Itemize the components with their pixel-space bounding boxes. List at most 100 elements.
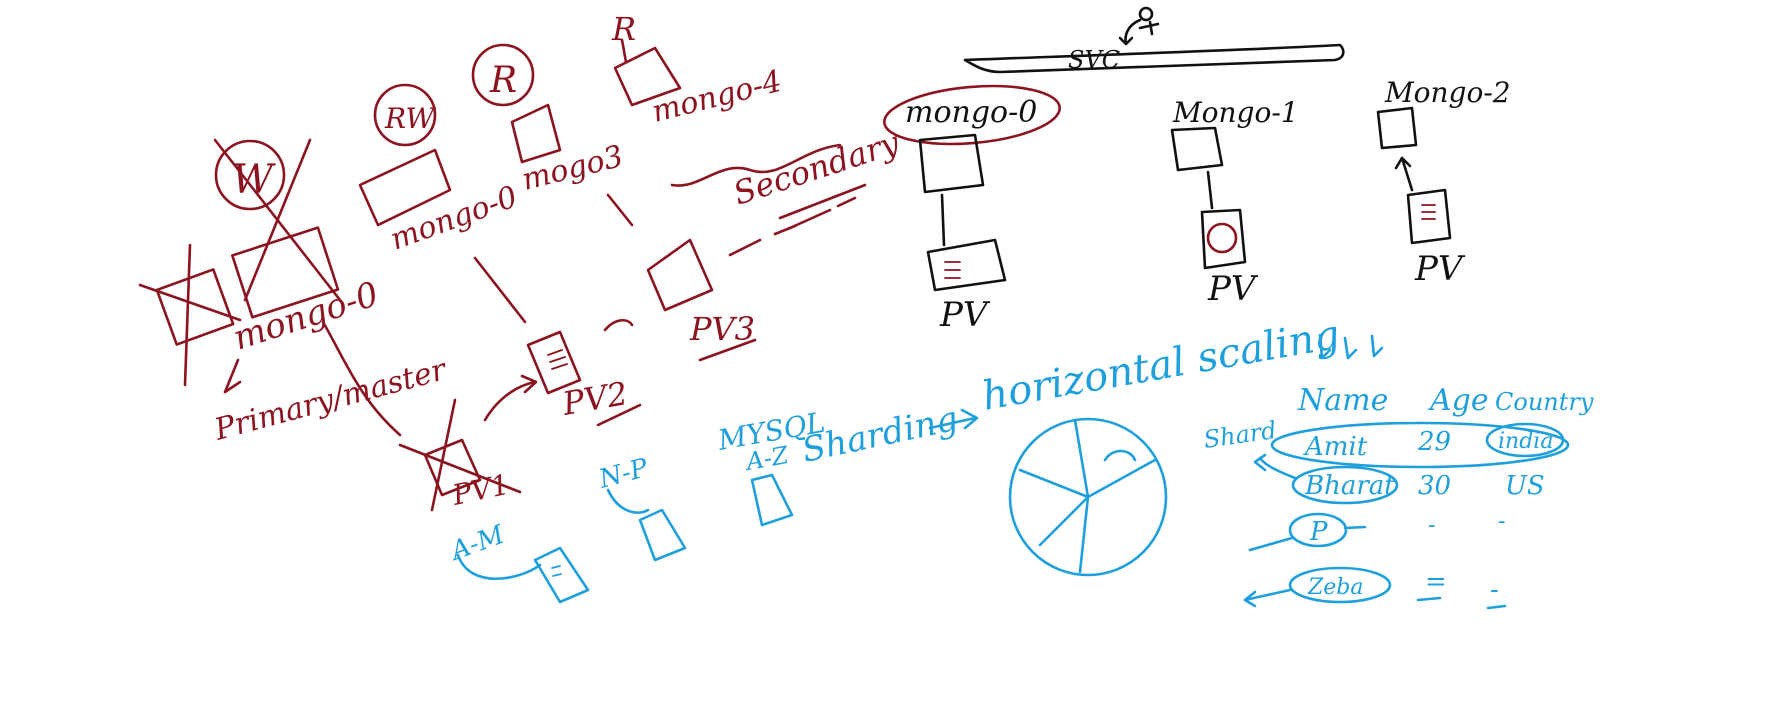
- pie-circle: [1008, 417, 1168, 577]
- row-highlight-ellipse: [1288, 566, 1392, 604]
- arrow-curve: [1258, 456, 1297, 480]
- pv1-label: PV1: [449, 468, 512, 512]
- user-icon: [1138, 6, 1154, 22]
- cross-line: [243, 138, 312, 302]
- underline: [596, 403, 642, 427]
- wavy-line: [670, 143, 842, 187]
- table-cell: Bharat: [1304, 471, 1395, 501]
- arrow-line: [1248, 536, 1294, 552]
- table-header-name: Name: [1297, 383, 1388, 418]
- cross-line: [183, 243, 192, 387]
- arrow-up: [1394, 156, 1414, 192]
- pod-box: [1170, 126, 1224, 172]
- table-cell: 29: [1417, 427, 1451, 457]
- r-circle: [471, 43, 535, 107]
- cross-line: [398, 443, 522, 494]
- arrow-icon: [1118, 18, 1142, 46]
- table-cell: 30: [1418, 471, 1451, 501]
- sharding-label: Sharding: [799, 399, 962, 471]
- arc-mark: [603, 319, 634, 332]
- table-cell: Amit: [1303, 432, 1368, 462]
- connector-line: [620, 38, 628, 64]
- row-highlight-ellipse: [1291, 465, 1399, 505]
- table-cell: P: [1309, 517, 1328, 547]
- table-cell: -: [1490, 575, 1499, 605]
- n-p-label: N-P: [595, 453, 652, 495]
- arrow-head: [520, 374, 538, 394]
- user-icon: [1138, 20, 1160, 36]
- arrow-left: [1253, 453, 1267, 472]
- shard-box: [750, 473, 794, 527]
- a-m-label: A-M: [445, 519, 509, 567]
- table-cell: Zeba: [1307, 575, 1364, 600]
- pv-label: PV: [1414, 249, 1466, 289]
- connector-line: [606, 193, 634, 227]
- down-arrows: [1318, 333, 1384, 360]
- arrow-curve: [483, 380, 537, 422]
- table-cell: =: [1425, 567, 1447, 597]
- crossed-pod-box: [155, 268, 235, 346]
- right-sketch: SVC mongo-0 PV Mongo-1 PV Mongo-2 PV: [883, 6, 1511, 335]
- mongo1-label: Mongo-1: [1172, 96, 1299, 129]
- pv-highlight: [1206, 222, 1238, 254]
- underline: [698, 338, 757, 362]
- shard-lines: [551, 565, 562, 577]
- arrow-curve: [321, 320, 402, 437]
- pie-slice: [1018, 468, 1090, 499]
- rotation-arrow: [1103, 449, 1137, 462]
- pie-slice: [1086, 458, 1157, 499]
- table-cell: -: [1428, 513, 1435, 538]
- table-cell: india: [1498, 429, 1553, 454]
- write-circle: [214, 139, 286, 211]
- pv-box: [926, 238, 1007, 292]
- pie-slice: [1078, 495, 1090, 574]
- pv-box: [526, 330, 582, 395]
- svc-label: SVC: [1068, 46, 1120, 74]
- r-label: R: [489, 60, 517, 101]
- table-header-country: Country: [1495, 388, 1594, 416]
- pv-box: [423, 438, 482, 497]
- table-cell: -: [1498, 509, 1505, 534]
- underline: [778, 183, 867, 220]
- pv-lines: [1421, 204, 1436, 220]
- pie-slice: [1073, 418, 1090, 499]
- row-highlight-ellipse: [1270, 421, 1570, 469]
- rw-circle: [373, 83, 437, 147]
- sharding-sketch: A-M N-P MYSQL A-Z Sharding horizontal sc…: [445, 312, 1594, 610]
- table-cell: US: [1505, 471, 1545, 501]
- shard-label: Shard: [1202, 416, 1278, 454]
- cell-highlight-ellipse: [1485, 422, 1565, 458]
- pv-label: PV: [939, 295, 991, 335]
- mongo2-label: Mongo-2: [1384, 76, 1511, 109]
- pod-box: [1376, 106, 1418, 150]
- arrow-right: [928, 408, 979, 430]
- pie-slice: [1038, 495, 1090, 547]
- cross-line: [138, 283, 242, 322]
- highlight-ellipse: [883, 84, 1061, 146]
- dash-line: [1416, 596, 1507, 610]
- pv-box: [1200, 208, 1247, 270]
- svc-shape: [963, 43, 1345, 74]
- pv-lines: [944, 261, 961, 279]
- w-label: W: [232, 157, 276, 203]
- table-header-age: Age: [1427, 383, 1489, 418]
- mongo4-label: mongo-4: [648, 64, 785, 130]
- secondary-label: Secondary: [729, 123, 905, 212]
- pv-label: PV: [1207, 269, 1259, 309]
- arrow-curve: [606, 488, 650, 514]
- connector-line: [940, 193, 946, 247]
- row-highlight-ellipse: [1288, 512, 1348, 548]
- arrow-left: [1243, 588, 1292, 608]
- pod-box: [510, 103, 562, 164]
- dashed-line: [728, 224, 797, 257]
- shard-box: [638, 508, 687, 562]
- rw-label: RW: [384, 102, 436, 135]
- arrow-curve: [456, 553, 542, 580]
- horizontal-scaling-label: horizontal scaling: [979, 312, 1343, 420]
- connector-line: [1206, 170, 1214, 210]
- mongo0-label: mongo-0: [386, 179, 522, 257]
- pv3-label: PV3: [689, 310, 755, 348]
- dashed-line: [788, 196, 857, 230]
- pod-box: [358, 148, 452, 227]
